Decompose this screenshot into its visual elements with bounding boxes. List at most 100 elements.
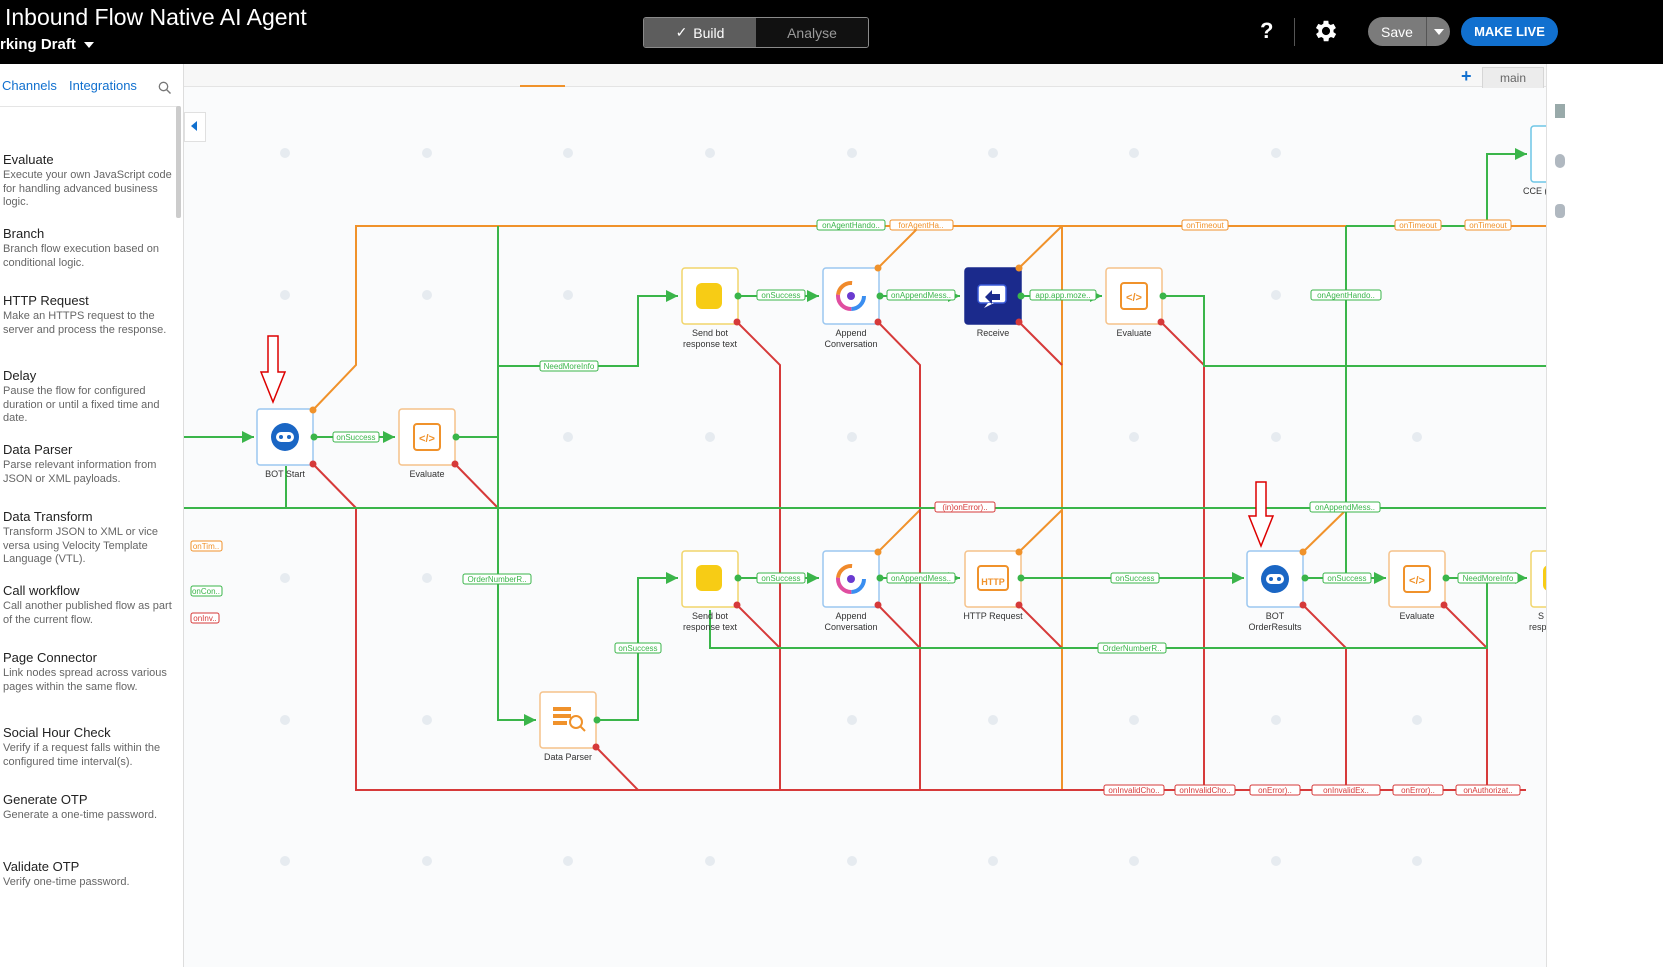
node-label: response text bbox=[683, 622, 738, 632]
edge-label: onInv.. bbox=[193, 614, 216, 623]
node-bot-start: BOT Start bbox=[256, 408, 314, 479]
tab-main[interactable]: main bbox=[1482, 67, 1544, 88]
annotation-arrow bbox=[259, 335, 1275, 549]
build-tab-label: Build bbox=[693, 24, 725, 41]
divider bbox=[1426, 17, 1427, 46]
node-data-parser: Data Parser bbox=[539, 691, 597, 762]
edge-label: onSuccess bbox=[761, 574, 800, 583]
right-toolbar bbox=[1546, 64, 1565, 967]
make-live-button[interactable]: MAKE LIVE bbox=[1461, 17, 1558, 46]
edge-label: onInvalidCho.. bbox=[1108, 786, 1159, 795]
node-label: Data Parser bbox=[544, 752, 592, 762]
build-tab[interactable]: ✓Build bbox=[644, 18, 756, 47]
edge-label: onSuccess bbox=[761, 291, 800, 300]
activity-description: Execute your own JavaScript code for han… bbox=[3, 169, 172, 208]
node-label: Conversation bbox=[824, 622, 877, 632]
activity-title: Validate OTP bbox=[3, 859, 80, 874]
node-http-request: HTTP HTTP Request bbox=[963, 550, 1023, 621]
svg-text:</>: </> bbox=[1409, 575, 1425, 587]
tab-integrations[interactable]: Integrations bbox=[69, 78, 137, 93]
edge-label: onAppendMess.. bbox=[891, 574, 951, 583]
activity-description: Make an HTTPS request to the server and … bbox=[3, 310, 167, 336]
activity-title: Data Transform bbox=[3, 509, 93, 524]
save-button[interactable]: Save bbox=[1368, 17, 1450, 46]
panel-icon[interactable] bbox=[1555, 104, 1565, 118]
analyse-tab[interactable]: Analyse bbox=[756, 18, 868, 47]
share-icon[interactable] bbox=[1555, 154, 1565, 168]
node-evaluate: </> Evaluate bbox=[1105, 267, 1163, 338]
flow-graph: onSuccess NeedMoreInfo OrderNumberR.. on… bbox=[184, 85, 1546, 866]
activity-title: Page Connector bbox=[3, 650, 97, 665]
edge-label: onAgentHando.. bbox=[822, 221, 880, 230]
edge-label: onSuccess bbox=[336, 433, 375, 442]
activity-description: Pause the flow for configured duration o… bbox=[3, 385, 160, 424]
divider bbox=[0, 106, 180, 107]
timeout-connectors bbox=[312, 85, 1546, 790]
activity-validate-otp[interactable]: Validate OTP Verify one-time password. bbox=[3, 859, 173, 890]
activity-description: Branch flow execution based on condition… bbox=[3, 243, 159, 269]
node-label: OrderResults bbox=[1248, 622, 1302, 632]
activity-title: Generate OTP bbox=[3, 792, 88, 807]
activity-description: Verify one-time password. bbox=[3, 876, 130, 888]
connector-ports bbox=[309, 264, 1450, 751]
node-evaluate: </> Evaluate bbox=[1388, 550, 1446, 621]
svg-text:</>: </> bbox=[1126, 292, 1142, 304]
add-page-icon[interactable]: + bbox=[1461, 66, 1472, 86]
help-icon[interactable]: ? bbox=[1260, 18, 1274, 43]
version-dropdown[interactable]: rking Draft bbox=[0, 36, 94, 53]
node-label: Evaluate bbox=[409, 469, 444, 479]
grid-dots bbox=[280, 148, 1422, 866]
node-send-bot-response: Send bot response text bbox=[681, 267, 739, 349]
edge-label: OrderNumberR.. bbox=[467, 575, 526, 584]
edge-label: onInvalidCho.. bbox=[1179, 786, 1230, 795]
edge-label: onSuccess bbox=[1327, 574, 1366, 583]
node-send-bot-response: S resp bbox=[1529, 550, 1546, 632]
node-label: resp bbox=[1529, 622, 1546, 632]
panel-scrollbar[interactable] bbox=[176, 106, 181, 218]
edge-label: app.app.moze.. bbox=[1035, 291, 1090, 300]
http-icon-text: HTTP bbox=[981, 577, 1005, 587]
canvas-tab-strip bbox=[184, 64, 1546, 87]
flow-canvas[interactable]: + main bbox=[184, 64, 1546, 967]
search-icon[interactable] bbox=[158, 81, 172, 95]
edge-label: onSuccess bbox=[618, 644, 657, 653]
edge-label: onTimeout bbox=[1469, 221, 1507, 230]
node-append-conversation: Append Conversation bbox=[822, 267, 880, 349]
edge-label: OrderNumberR.. bbox=[1102, 644, 1161, 653]
tab-channels[interactable]: Channels bbox=[2, 78, 57, 93]
node-cce: CCE ( bbox=[1523, 125, 1546, 196]
activity-title: Evaluate bbox=[3, 152, 54, 167]
edge-label: onSuccess bbox=[1115, 574, 1154, 583]
node-label: HTTP Request bbox=[963, 611, 1023, 621]
version-label: rking Draft bbox=[0, 36, 76, 53]
node-label: S bbox=[1538, 611, 1544, 621]
node-label: Send bot bbox=[692, 611, 729, 621]
save-options-dropdown[interactable] bbox=[1427, 28, 1450, 35]
edge-label: NeedMoreInfo bbox=[544, 362, 595, 371]
node-label: BOT Start bbox=[265, 469, 305, 479]
flow-title: Inbound Flow Native AI Agent bbox=[5, 4, 307, 30]
divider bbox=[1294, 18, 1295, 46]
edge-label: onInvalidEx.. bbox=[1323, 786, 1369, 795]
node-send-bot-response: Send bot response text bbox=[681, 550, 739, 632]
chevron-down-icon bbox=[1433, 28, 1444, 35]
collapse-panel-button[interactable] bbox=[184, 112, 206, 142]
node-label: Append bbox=[835, 611, 866, 621]
analyse-tab-label: Analyse bbox=[787, 24, 837, 41]
activity-description: Parse relevant information from JSON or … bbox=[3, 459, 157, 485]
activity-title: Data Parser bbox=[3, 442, 73, 457]
node-append-conversation: Append Conversation bbox=[822, 550, 880, 632]
gear-icon[interactable] bbox=[1312, 17, 1340, 45]
edge-label: onError).. bbox=[1401, 786, 1435, 795]
bug-icon[interactable] bbox=[1555, 204, 1565, 218]
